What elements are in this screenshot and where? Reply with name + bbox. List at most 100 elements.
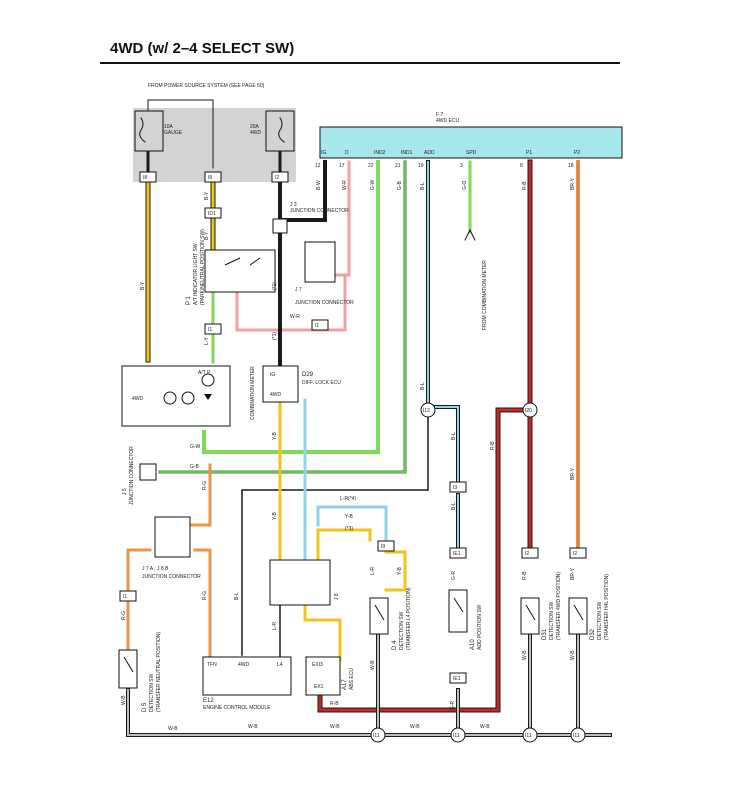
connector-tag-i2-label: I2 [275,175,279,181]
wire-label-11: L-Y [204,337,210,345]
d32-name: DETECTION SW [597,601,603,640]
wire-label-20: BR-Y [570,567,576,580]
wire-hlabel-11: W-B [168,726,178,732]
wire-label-26: B-L [234,592,240,600]
ecu-id: F 7 [436,112,443,118]
wire-label-2: B-Y [204,231,210,240]
ecu-pin-num: 12 [315,163,321,169]
j3-name: JUNCTION CONNECTOR [290,208,349,214]
wire-wb-drops [377,634,579,736]
j7j8-id: J 7 A , J 8 B [142,566,169,572]
d5-sub: (TRANSFER NEUTRAL POSITION) [156,632,162,712]
a10-contact-icon [453,597,464,613]
wire-label-8: G-O [462,180,468,190]
wire-label-22: R-G [202,481,208,490]
wire-rb2 [318,408,532,712]
connector-tag-i3-label: I3 [453,485,457,491]
a17-p1: EXI3 [312,662,323,668]
d32-id: D32 [590,628,596,640]
splice-point-0 [420,402,436,418]
e12-p3: L4 [277,662,283,668]
ground-label-2: I11 [525,733,532,739]
wire-hlabel-3: L-R(*4) [340,496,356,502]
ecu-box [319,126,623,159]
p1-name: A/T INDICATOR LIGHT SW [193,243,199,305]
meter-diode-icon [204,394,212,400]
j7-id: J 7 [295,287,302,293]
connector-tag-ie1b [449,672,467,684]
wire-wb [127,689,611,736]
ecu-pin-num: 17 [339,163,345,169]
j3-junction [272,218,288,234]
d31-switch [520,597,540,635]
wire-bus [147,99,214,169]
wire-label-28: W-B [370,660,376,670]
wire-label-3: B-W [316,180,322,190]
j8-junction [269,559,331,606]
a17-id: A17 [342,679,348,690]
wire-label-24: R-G [121,611,127,620]
meter-name: COMBINATION METER [250,366,256,420]
a17-abs-ecu [305,656,341,696]
a10-id: A10 [470,639,476,650]
ground-point-1 [450,727,466,743]
p1-switch [204,249,276,293]
wire-label-1: B-Y [204,191,210,200]
connector-tag-ie1b-label: IE1 [453,676,461,682]
wire-hlabel-0: G-W [190,444,201,450]
j7j8-junction-left [154,516,191,558]
connector-tag-id1 [204,207,222,219]
title-rule [100,62,620,64]
p1-sub: (PARK/NEUTRAL POSITION SW) [200,229,206,305]
wire-bl [427,161,459,483]
wire-label-19: BR-Y [570,467,576,480]
connector-tag-i9-label: I9 [381,544,385,550]
wire-label-30: W-B [522,650,528,660]
fuse-gauge [134,110,164,152]
ground-point-0 [370,727,386,743]
connector-tag-i8-label: I8 [143,175,147,181]
ecu-pin-num: 18 [568,163,574,169]
connector-tag-i1 [204,323,222,335]
d5-name: DETECTION SW [149,673,155,712]
wire-label-7: B-L [420,182,426,190]
connector-tag-id1-label: ID1 [208,211,216,217]
a17-name: ABS ECU [349,668,355,690]
j7-name: JUNCTION CONNECTOR [295,300,354,306]
ecu-pin-name: IND2 [374,150,386,156]
a10-switch [448,589,468,633]
ecu-name: 4WD ECU [436,118,459,124]
from-combination-meter: FROM COMBINATION METER [482,260,488,330]
ecu-pin-num: 22 [368,163,374,169]
wire-yb2 [316,528,407,592]
ground-label-0: I11 [373,733,380,739]
wire-label-16: B-L [451,502,457,510]
j5-junction [139,463,157,481]
j3-id: J 3 [290,202,297,208]
ecu-pin-name: IG [321,150,326,156]
connector-tag-ie1 [449,547,467,559]
a17-p2: EX1 [314,684,324,690]
j5-id: J 5 [122,488,128,495]
d29-name: DIFF. LOCK ECU [302,380,341,386]
connector-tag-i2c-label: I2 [573,551,577,557]
e12-p1: TFN [207,662,217,668]
connector-tag-i2b [521,547,539,559]
d32-sub: (TRANSFER H4L POSITION) [604,574,610,640]
wire-bl-ecm [241,406,429,656]
ground-point-2 [522,727,538,743]
connector-tag-i3 [449,481,467,493]
e12-ecm [202,656,292,696]
ecu-pin-num: 3 [460,163,463,169]
connector-tag-ie1-label: IE1 [453,551,461,557]
power-source-label: FROM POWER SOURCE SYSTEM (SEE PAGE 50) [148,83,265,89]
wire-hlabel-4: Y-B [345,514,354,520]
wire-label-6: G-B [397,180,403,190]
e12-name: ENGINE CONTROL MODULE [203,705,271,711]
ecu-pin-name: P1 [526,150,532,156]
